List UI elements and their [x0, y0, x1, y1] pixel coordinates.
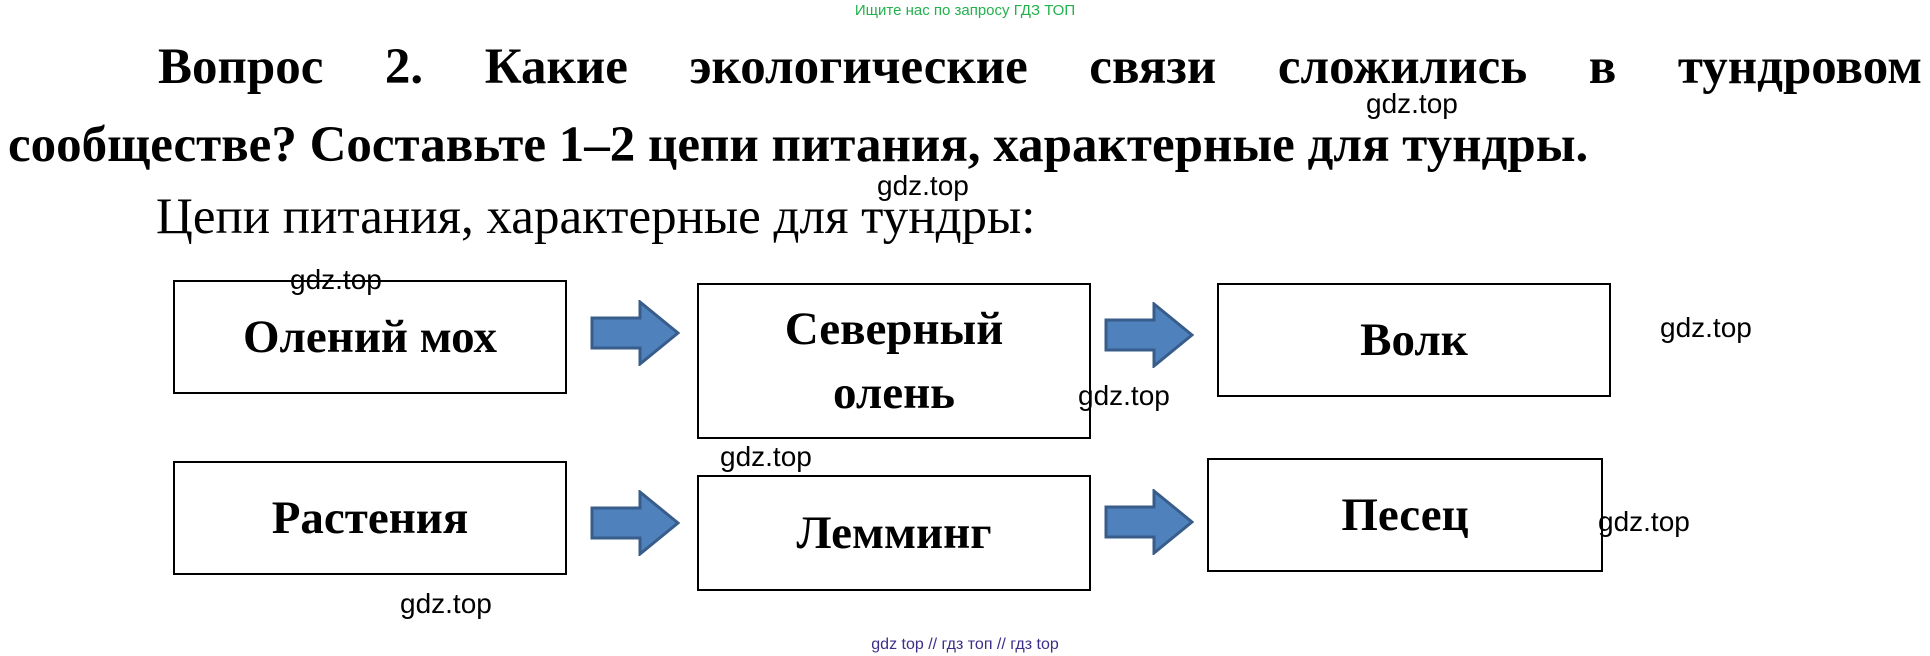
question-line-2: сообществе? Составьте 1–2 цепи питания, …: [8, 117, 1589, 173]
watermark: gdz.top: [877, 170, 969, 201]
question-line-1: Вопрос 2. Какие экологические связи слож…: [158, 39, 1922, 95]
arrow-right-icon: [1104, 489, 1194, 555]
chain-1-link-2: Северный олень: [697, 283, 1091, 439]
watermark: gdz.top: [720, 441, 812, 472]
footer-links[interactable]: gdz top // гдз топ // гдз top: [871, 636, 1059, 653]
arrow-right-icon: [590, 490, 680, 556]
chain-2-link-1: Растения: [173, 461, 567, 575]
top-banner-link[interactable]: Ищите нас по запросу ГДЗ ТОП: [854, 2, 1076, 19]
watermark: gdz.top: [290, 264, 382, 295]
watermark: gdz.top: [1598, 506, 1690, 537]
watermark: gdz.top: [1078, 380, 1170, 411]
arrow-right-icon: [590, 300, 680, 366]
question-heading: Вопрос 2. Какие экологические связи слож…: [8, 28, 1922, 184]
arrow-right-icon: [1104, 302, 1194, 368]
watermark: gdz.top: [1366, 88, 1458, 119]
watermark: gdz.top: [1660, 312, 1752, 343]
chain-1-link-3: Волк: [1217, 283, 1611, 397]
chain-1-link-1: Олений мох: [173, 280, 567, 394]
chain-2-link-2: Лемминг: [697, 475, 1091, 591]
chain-2-link-3: Песец: [1207, 458, 1603, 572]
watermark: gdz.top: [400, 588, 492, 619]
answer-subtitle: Цепи питания, характерные для тундры:: [156, 189, 1036, 245]
